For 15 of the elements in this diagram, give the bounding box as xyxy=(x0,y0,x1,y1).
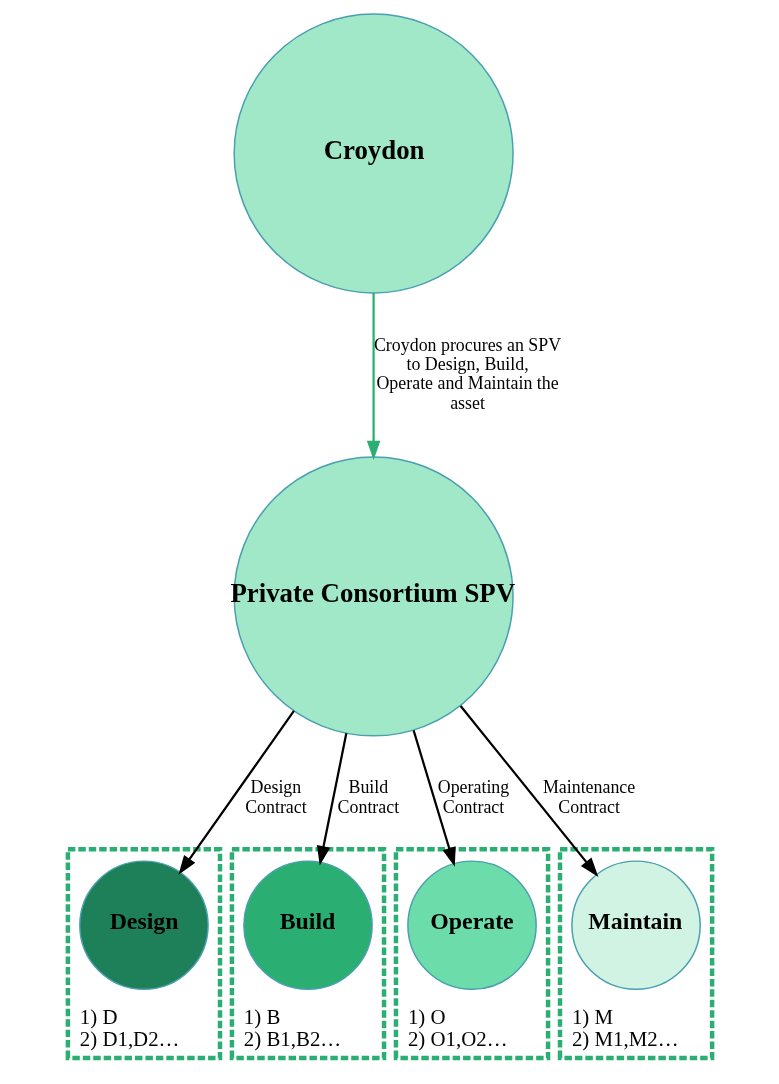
node-circle: Build xyxy=(242,860,373,991)
node-circle: Croydon xyxy=(232,13,514,294)
edge-label: Design Contract xyxy=(244,777,307,817)
node-circle: Private Consortium SPV xyxy=(232,456,514,737)
arrow xyxy=(366,293,380,461)
node-circle: Operate xyxy=(406,860,537,991)
arrow xyxy=(412,730,456,867)
arrow xyxy=(177,710,295,875)
edge-label: Build Contract xyxy=(337,777,399,817)
edge-label: Operating Contract xyxy=(437,777,509,817)
node-circle: Maintain xyxy=(570,860,701,991)
arrow xyxy=(316,733,347,866)
node-circle: Design xyxy=(78,860,209,991)
edge-label: Maintenance Contract xyxy=(542,777,635,817)
arrow xyxy=(459,705,598,877)
